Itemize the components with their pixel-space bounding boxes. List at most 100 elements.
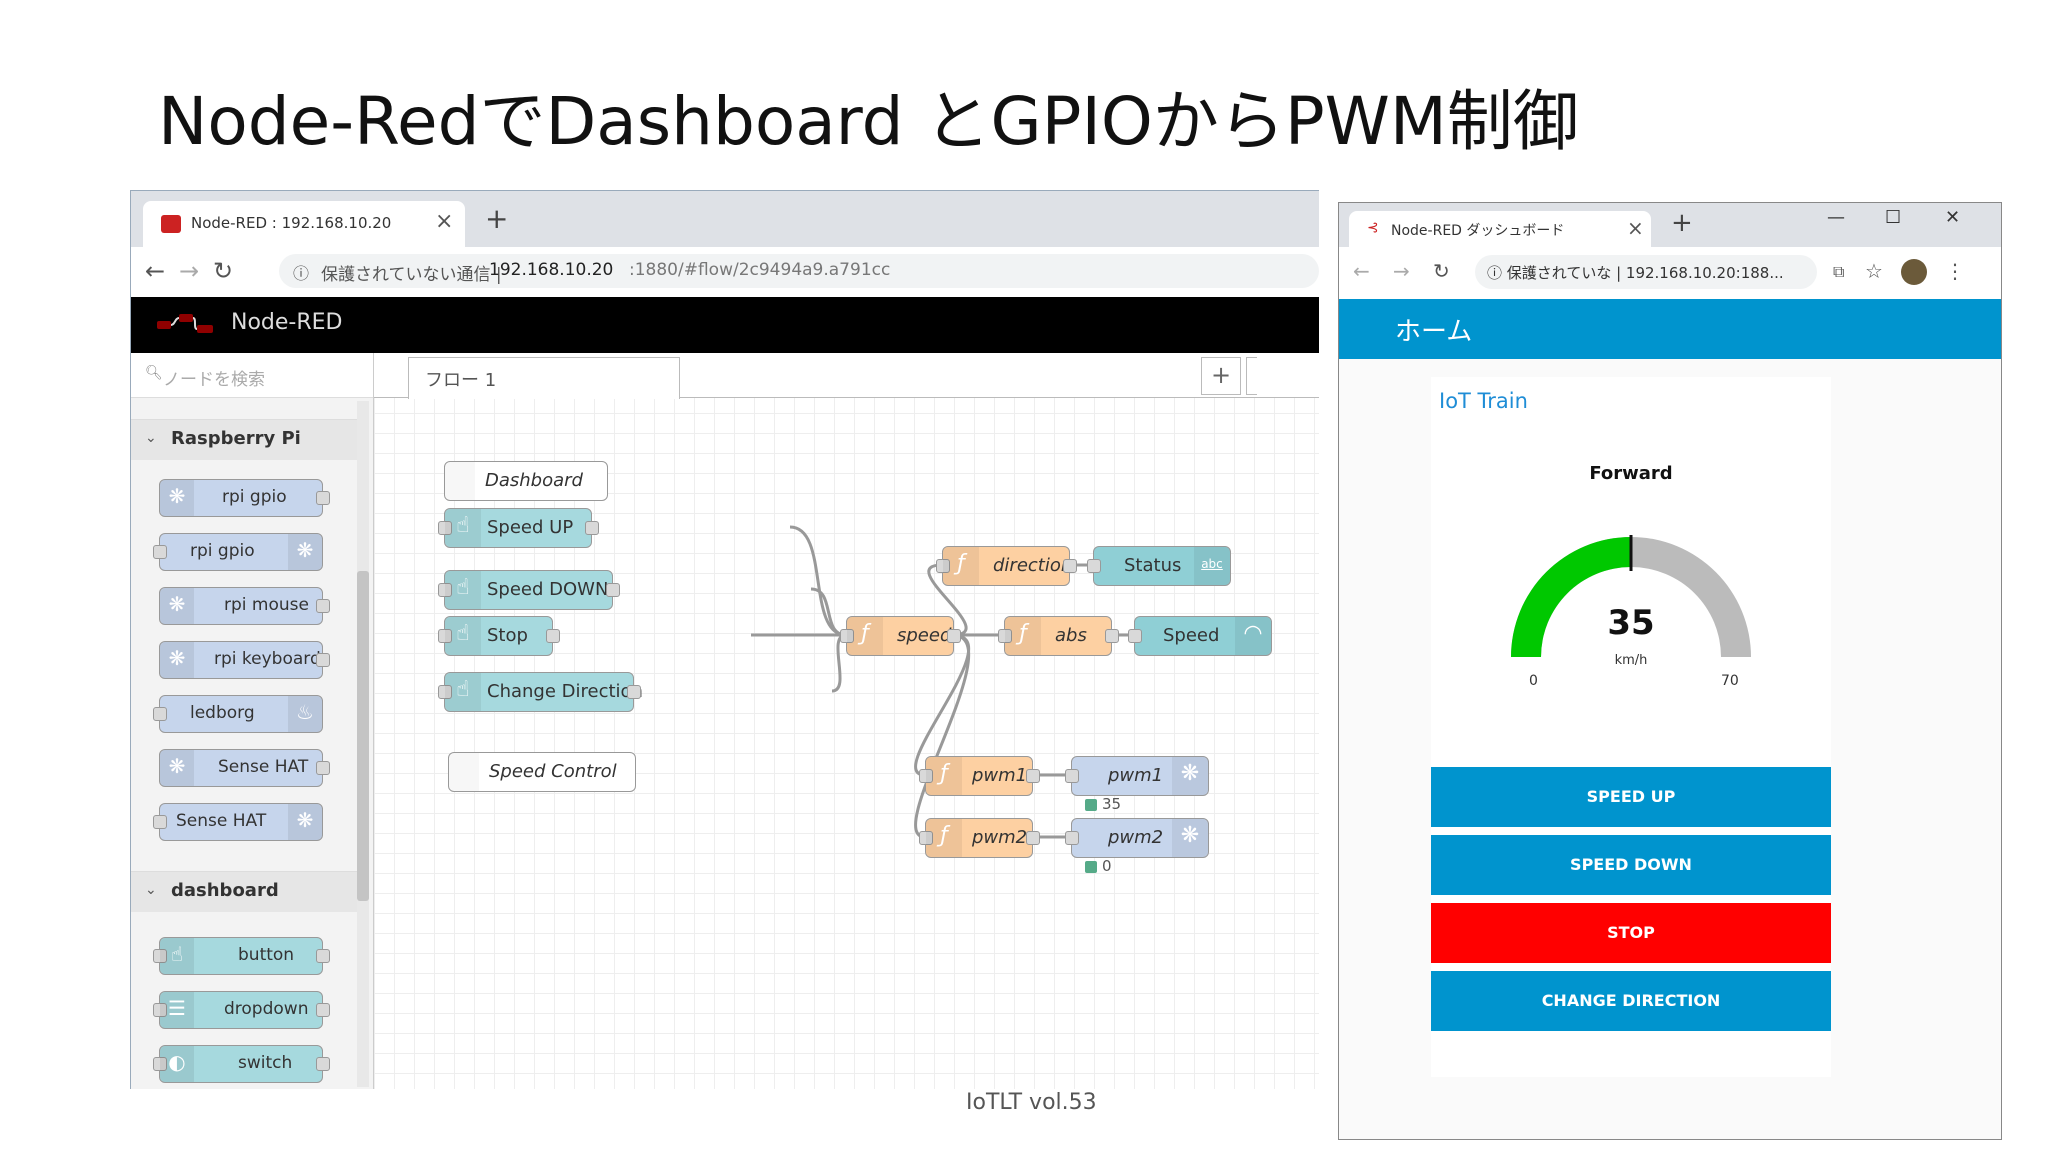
output-port[interactable] — [316, 491, 330, 505]
gpio-out-node-pwm2[interactable]: pwm2 ❋ — [1065, 818, 1209, 858]
output-port[interactable] — [316, 1003, 330, 1017]
output-port[interactable] — [316, 1057, 330, 1071]
tab-flow-1[interactable]: フロー 1 — [408, 357, 680, 399]
palette-node-rpi-gpio-in[interactable]: ❋ rpi gpio — [159, 479, 330, 517]
function-node-direction[interactable]: ƒ direction — [936, 546, 1077, 586]
input-port[interactable] — [840, 629, 854, 643]
output-port[interactable] — [1026, 769, 1040, 783]
button-node-speed-down[interactable]: ☝ Speed DOWN — [438, 570, 620, 610]
dashboard-browser-tab[interactable]: ⊰ Node-RED ダッシュボード × — [1349, 211, 1651, 247]
input-port[interactable] — [438, 521, 452, 535]
palette-node-sense-hat-in[interactable]: ❋ Sense HAT — [159, 749, 330, 787]
input-port[interactable] — [153, 545, 167, 559]
palette-node-button[interactable]: ☝ button — [153, 937, 330, 975]
palette-category-dashboard[interactable]: ⌄ dashboard — [131, 871, 357, 912]
output-port[interactable] — [947, 629, 961, 643]
palette-node-rpi-gpio-out[interactable]: rpi gpio ❋ — [153, 533, 323, 571]
input-port[interactable] — [153, 949, 167, 963]
function-node-speed[interactable]: ƒ speed — [840, 616, 961, 656]
editor-tab-strip: Node-RED : 192.168.10.20 × + — [131, 191, 1319, 247]
ui-text-node-status[interactable]: Status abc — [1087, 546, 1231, 586]
editor-browser-tab[interactable]: Node-RED : 192.168.10.20 × — [143, 201, 465, 247]
input-port[interactable] — [438, 583, 452, 597]
palette-search-input[interactable]: ノードを検索 — [163, 370, 265, 390]
forward-arrow-icon[interactable]: → — [1393, 259, 1410, 283]
input-port[interactable] — [936, 559, 950, 573]
ui-gauge-node-speed[interactable]: Speed ◠ — [1128, 616, 1272, 656]
output-port[interactable] — [316, 653, 330, 667]
stop-button[interactable]: STOP — [1431, 903, 1831, 963]
close-icon[interactable]: × — [1627, 216, 1644, 240]
editor-address-bar[interactable]: ⓘ 保護されていない通信 | 192.168.10.20 :1880/#flow… — [279, 254, 1319, 288]
bookmark-star-icon[interactable]: ☆ — [1865, 259, 1883, 283]
speed-up-button[interactable]: SPEED UP — [1431, 767, 1831, 827]
palette-search[interactable]: 🔍︎ ノードを検索 — [131, 353, 373, 398]
output-port[interactable] — [1105, 629, 1119, 643]
output-port[interactable] — [316, 599, 330, 613]
new-tab-button[interactable]: + — [1671, 208, 1693, 238]
reload-icon[interactable]: ↻ — [1433, 259, 1450, 283]
input-port[interactable] — [153, 1003, 167, 1017]
palette-node-rpi-mouse[interactable]: ❋ rpi mouse — [159, 587, 330, 625]
palette-node-ledborg[interactable]: ledborg ♨ — [153, 695, 323, 733]
input-port[interactable] — [438, 685, 452, 699]
menu-icon[interactable]: ⋮ — [1945, 259, 1965, 283]
back-arrow-icon[interactable]: ← — [145, 257, 166, 285]
palette-node-switch[interactable]: ◐ switch — [153, 1045, 330, 1083]
output-port[interactable] — [585, 521, 599, 535]
output-port[interactable] — [1026, 831, 1040, 845]
input-port[interactable] — [1128, 629, 1142, 643]
close-icon[interactable]: × — [435, 209, 454, 234]
close-window-icon[interactable]: ✕ — [1945, 207, 1961, 228]
palette-node-sense-hat-out[interactable]: Sense HAT ❋ — [153, 803, 323, 841]
change-direction-button[interactable]: CHANGE DIRECTION — [1431, 971, 1831, 1031]
new-tab-button[interactable]: + — [485, 202, 509, 235]
workspace-tab-overflow[interactable] — [1246, 357, 1257, 395]
input-port[interactable] — [1065, 769, 1079, 783]
output-port[interactable] — [606, 583, 620, 597]
translate-icon[interactable]: ⧉ — [1833, 262, 1845, 281]
maximize-window-icon[interactable]: ☐ — [1885, 207, 1902, 228]
reload-icon[interactable]: ↻ — [213, 257, 234, 285]
dashboard-address-bar[interactable]: ⓘ 保護されていな | 192.168.10.20:188... — [1475, 255, 1817, 289]
output-port[interactable] — [316, 949, 330, 963]
forward-arrow-icon[interactable]: → — [179, 257, 200, 285]
chevron-down-icon[interactable]: ⌄ — [145, 430, 157, 446]
back-arrow-icon[interactable]: ← — [1353, 259, 1370, 283]
function-node-abs[interactable]: ƒ abs — [998, 616, 1119, 656]
speed-down-button[interactable]: SPEED DOWN — [1431, 835, 1831, 895]
info-icon[interactable]: ⓘ — [293, 264, 310, 283]
output-port[interactable] — [1063, 559, 1077, 573]
input-port[interactable] — [438, 629, 452, 643]
palette-scrollbar[interactable] — [357, 401, 369, 1087]
palette-node-rpi-keyboard[interactable]: ❋ rpi keyboard — [159, 641, 330, 679]
chevron-down-icon[interactable]: ⌄ — [145, 882, 157, 898]
output-port[interactable] — [627, 685, 641, 699]
palette-scroll-thumb[interactable] — [357, 571, 369, 901]
flow-canvas[interactable]: Dashboard ☝ Speed UP ☝ Speed DOWN ☝ Stop — [374, 397, 1319, 1089]
function-node-pwm2[interactable]: ƒ pwm2 — [919, 818, 1040, 858]
input-port[interactable] — [998, 629, 1012, 643]
gpio-out-node-pwm1[interactable]: pwm1 ❋ — [1065, 756, 1209, 796]
add-flow-button[interactable]: + — [1201, 357, 1241, 395]
palette-category-raspberry-pi[interactable]: ⌄ Raspberry Pi — [131, 419, 357, 460]
input-port[interactable] — [919, 769, 933, 783]
palette-node-dropdown[interactable]: ☰ dropdown — [153, 991, 330, 1029]
comment-node-speed-control[interactable]: Speed Control — [448, 752, 636, 792]
minimize-window-icon[interactable]: — — [1827, 207, 1845, 228]
output-port[interactable] — [546, 629, 560, 643]
flow-workspace[interactable]: フロー 1 + — [374, 353, 1319, 1089]
input-port[interactable] — [153, 707, 167, 721]
comment-node-dashboard[interactable]: Dashboard — [444, 461, 608, 501]
avatar[interactable] — [1901, 259, 1927, 285]
function-node-pwm1[interactable]: ƒ pwm1 — [919, 756, 1040, 796]
input-port[interactable] — [153, 815, 167, 829]
button-node-speed-up[interactable]: ☝ Speed UP — [438, 508, 599, 548]
input-port[interactable] — [919, 831, 933, 845]
button-node-stop[interactable]: ☝ Stop — [438, 616, 560, 656]
button-node-change-direction[interactable]: ☝ Change Direction — [438, 672, 643, 712]
input-port[interactable] — [1065, 831, 1079, 845]
input-port[interactable] — [1087, 559, 1101, 573]
input-port[interactable] — [153, 1057, 167, 1071]
output-port[interactable] — [316, 761, 330, 775]
